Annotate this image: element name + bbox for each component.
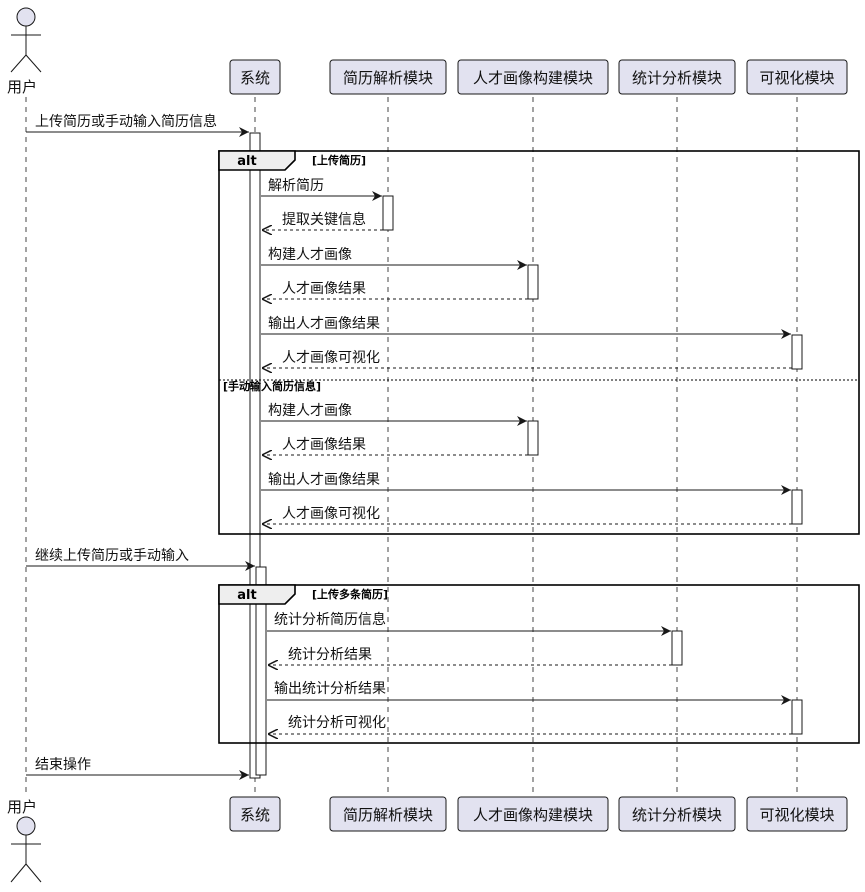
- message-label: 提取关键信息: [282, 211, 366, 228]
- fragment-guard: [手动输入简历信息]: [223, 379, 321, 393]
- message-12: 继续上传简历或手动输入: [26, 547, 255, 571]
- activation-system-main: [249, 132, 261, 779]
- fragment-keyword: alt: [237, 154, 256, 169]
- message-label: 输出人才画像结果: [268, 316, 380, 332]
- message-label: 结束操作: [35, 757, 91, 773]
- message-13: 统计分析简历信息: [267, 611, 671, 636]
- message-2: 解析简历: [261, 177, 382, 201]
- participant-profile-top: 人才画像构建模块: [457, 59, 609, 95]
- activation-profile-2: [527, 420, 539, 456]
- participant-parse-bottom: 简历解析模块: [329, 796, 447, 832]
- actor-label-top: 用户: [7, 78, 37, 96]
- message-label: 人才画像结果: [282, 281, 366, 297]
- fragment-guard: [上传简历]: [312, 153, 366, 167]
- message-17: 结束操作: [26, 757, 249, 780]
- message-label: 统计分析简历信息: [274, 611, 386, 628]
- message-15: 输出统计分析结果: [267, 681, 791, 705]
- participants-top: 系统 简历解析模块 人才画像构建模块 统计分析模块 可视化模块: [229, 59, 848, 95]
- actor-leg-left: [10, 54, 27, 73]
- fragment-frame: [218, 150, 860, 535]
- lifelines: [25, 97, 798, 795]
- activations: [249, 132, 803, 779]
- participant-label: 可视化模块: [759, 69, 834, 87]
- participant-label: 系统: [240, 69, 270, 87]
- participant-system-top: 系统: [229, 59, 281, 95]
- actor-user-top: 用户: [7, 7, 42, 96]
- participants-bottom: 系统 简历解析模块 人才画像构建模块 统计分析模块 可视化模块: [229, 796, 848, 832]
- message-label: 解析简历: [268, 177, 324, 194]
- participant-label: 统计分析模块: [632, 69, 722, 87]
- activation-viz-2: [791, 489, 803, 525]
- participant-stats-top: 统计分析模块: [618, 59, 736, 95]
- message-label: 统计分析结果: [288, 647, 372, 663]
- participant-viz-bottom: 可视化模块: [746, 796, 848, 832]
- activation-viz-1: [791, 334, 803, 370]
- alt-fragment-1: alt [上传简历] [手动输入简历信息]: [218, 150, 860, 535]
- message-7: 人才画像可视化: [262, 350, 792, 368]
- message-11: 人才画像可视化: [262, 506, 792, 524]
- message-label: 上传简历或手动输入简历信息: [35, 113, 217, 130]
- activation-profile-1: [527, 264, 539, 300]
- fragment-guard: [上传多条简历]: [312, 587, 388, 601]
- message-3: 提取关键信息: [262, 211, 383, 230]
- message-label: 人才画像可视化: [282, 506, 380, 522]
- participant-parse-top: 简历解析模块: [329, 59, 447, 95]
- message-6: 输出人才画像结果: [261, 316, 791, 339]
- message-16: 统计分析可视化: [268, 715, 792, 734]
- message-label: 输出统计分析结果: [274, 681, 386, 697]
- actor-leg-left: [10, 863, 27, 883]
- message-label: 人才画像结果: [282, 437, 366, 453]
- participant-label: 人才画像构建模块: [473, 69, 593, 87]
- participant-stats-bottom: 统计分析模块: [618, 796, 736, 832]
- message-label: 输出人才画像结果: [268, 472, 380, 488]
- activation-viz-3: [791, 699, 803, 735]
- messages: 上传简历或手动输入简历信息 解析简历 提取关键信息 构建人才画像 人才画像结果 …: [26, 113, 792, 780]
- activation-stats: [671, 630, 683, 666]
- fragment-frame: [218, 584, 860, 744]
- participant-label: 人才画像构建模块: [473, 806, 593, 824]
- participant-system-bottom: 系统: [229, 796, 281, 832]
- message-14: 统计分析结果: [268, 647, 672, 665]
- fragment-tab: [218, 584, 296, 605]
- message-5: 人才画像结果: [262, 281, 528, 299]
- fragment-keyword: alt: [237, 588, 256, 603]
- message-1: 上传简历或手动输入简历信息: [26, 113, 249, 137]
- participant-profile-bottom: 人才画像构建模块: [457, 796, 609, 832]
- participant-label: 系统: [240, 806, 270, 824]
- actor-leg-right: [25, 863, 42, 883]
- message-9: 人才画像结果: [262, 437, 528, 455]
- participant-label: 统计分析模块: [632, 806, 722, 824]
- participant-label: 可视化模块: [759, 806, 834, 824]
- message-4: 构建人才画像: [261, 247, 527, 270]
- actor-leg-right: [25, 54, 42, 73]
- actor-head: [16, 816, 36, 836]
- message-10: 输出人才画像结果: [261, 472, 791, 495]
- actor-user-bottom: 用户: [7, 798, 42, 883]
- actor-head: [16, 7, 36, 27]
- activation-system-nested: [255, 566, 267, 776]
- participant-label: 简历解析模块: [343, 69, 433, 87]
- message-label: 统计分析可视化: [288, 715, 386, 731]
- message-label: 构建人才画像: [268, 247, 352, 263]
- message-8: 构建人才画像: [261, 403, 527, 426]
- participant-viz-top: 可视化模块: [746, 59, 848, 95]
- participant-label: 简历解析模块: [343, 806, 433, 824]
- message-label: 继续上传简历或手动输入: [35, 547, 189, 564]
- alt-fragment-2: alt [上传多条简历]: [218, 584, 860, 744]
- message-label: 构建人才画像: [268, 403, 352, 419]
- fragment-tab: [218, 150, 296, 171]
- actor-label-bottom: 用户: [7, 798, 37, 816]
- activation-parse: [382, 195, 394, 231]
- message-label: 人才画像可视化: [282, 350, 380, 366]
